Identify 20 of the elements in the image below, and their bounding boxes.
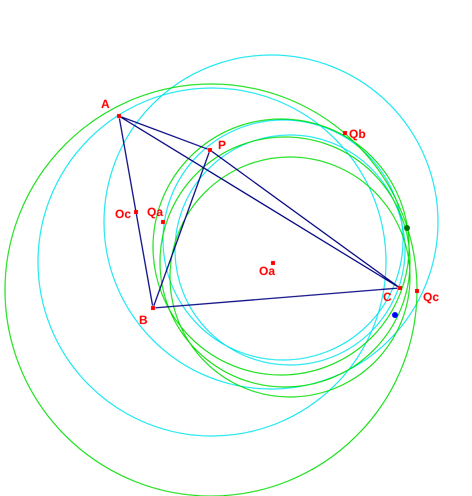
point-label: Qc <box>423 290 440 304</box>
point-label: A <box>101 97 110 111</box>
labelled-point <box>343 127 367 141</box>
labelled-point <box>139 306 155 327</box>
line-segment <box>155 288 398 308</box>
line-segment <box>153 152 210 306</box>
line-segment <box>118 118 154 306</box>
line-segment <box>120 116 398 288</box>
labelled-point <box>115 207 138 221</box>
point-label: P <box>218 138 226 152</box>
point-label: B <box>139 313 148 327</box>
line-segment <box>212 150 398 288</box>
labelled-point <box>101 97 121 118</box>
labelled-point <box>259 261 277 278</box>
point-label: Qb <box>349 127 366 141</box>
point-label: Oc <box>115 207 132 221</box>
line-segment <box>121 116 208 150</box>
labelled-point <box>415 289 441 304</box>
point-label: Oa <box>259 264 276 278</box>
labelled-point <box>208 138 227 152</box>
